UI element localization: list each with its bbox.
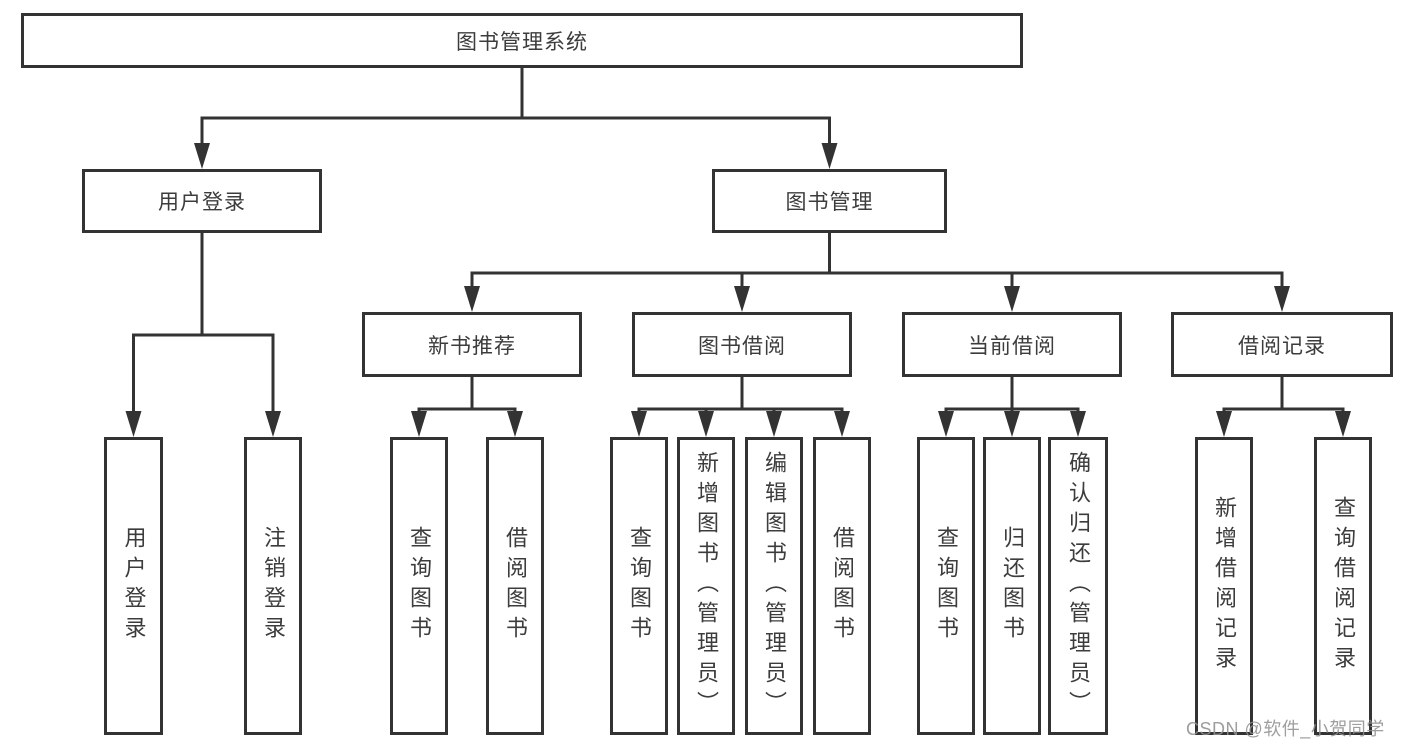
connector-root bbox=[200, 66, 831, 146]
node-new-book-recommendation-label: 新书推荐 bbox=[428, 334, 516, 358]
arrowhead bbox=[411, 411, 427, 437]
node-logout-action: 注销登录 bbox=[244, 437, 302, 735]
node-book-management-label: 图书管理 bbox=[785, 191, 874, 214]
node-bb-borrow-books: 借阅图书 bbox=[813, 437, 871, 735]
arrowhead bbox=[734, 286, 750, 312]
node-bb-add-books-admin: 新增图书（管理员） bbox=[677, 437, 735, 735]
arrowheads bbox=[125, 143, 1351, 437]
node-br-query-record: 查询借阅记录 bbox=[1314, 437, 1372, 735]
node-cb-confirm-return-admin: 确认归还（管理员） bbox=[1048, 437, 1108, 735]
arrowhead bbox=[1335, 411, 1351, 437]
arrowhead bbox=[464, 286, 480, 312]
arrowhead bbox=[265, 411, 281, 437]
node-borrowing-records-label: 借阅记录 bbox=[1238, 334, 1326, 358]
node-book-management: 图书管理 bbox=[712, 169, 947, 233]
arrowhead bbox=[631, 411, 647, 437]
arrowhead bbox=[938, 411, 954, 437]
node-bb-borrow-books-label: 借阅图书 bbox=[830, 526, 855, 646]
arrowhead bbox=[1274, 286, 1290, 312]
node-library-management-system-label: 图书管理系统 bbox=[456, 30, 588, 54]
arrowhead bbox=[1216, 411, 1232, 437]
node-nbr-query-books-label: 查询图书 bbox=[407, 526, 432, 646]
arrowhead bbox=[1004, 286, 1020, 312]
node-br-query-record-label: 查询借阅记录 bbox=[1331, 496, 1356, 676]
connector-borrowing-records bbox=[1222, 375, 1345, 414]
arrowhead bbox=[125, 411, 142, 437]
node-nbr-borrow-books-label: 借阅图书 bbox=[503, 526, 528, 646]
node-cb-return-books: 归还图书 bbox=[983, 437, 1041, 735]
node-logout-action-label: 注销登录 bbox=[261, 526, 286, 646]
node-cb-query-books: 查询图书 bbox=[917, 437, 975, 735]
arrowhead bbox=[834, 411, 850, 437]
arrowhead bbox=[194, 143, 210, 169]
node-bb-query-books: 查询图书 bbox=[610, 437, 668, 735]
arrowhead bbox=[507, 411, 523, 437]
node-book-borrowing: 图书借阅 bbox=[632, 312, 852, 377]
arrowhead bbox=[766, 411, 782, 437]
node-br-add-record-label: 新增借阅记录 bbox=[1212, 496, 1237, 676]
node-bb-edit-books-admin-label: 编辑图书（管理员） bbox=[762, 451, 787, 721]
connector-user-login bbox=[132, 231, 275, 414]
arrowhead bbox=[821, 143, 838, 169]
arrowhead bbox=[698, 411, 714, 437]
node-login-action: 用户登录 bbox=[104, 437, 163, 735]
node-cb-return-books-label: 归还图书 bbox=[1000, 526, 1025, 646]
csdn-watermark: CSDN @软件_小贺同学 bbox=[1186, 719, 1385, 739]
node-nbr-borrow-books: 借阅图书 bbox=[486, 437, 544, 735]
node-cb-query-books-label: 查询图书 bbox=[934, 526, 959, 646]
arrowhead bbox=[1004, 411, 1020, 437]
node-bb-add-books-admin-label: 新增图书（管理员） bbox=[694, 451, 719, 721]
node-current-borrowing-label: 当前借阅 bbox=[968, 334, 1056, 358]
node-bb-query-books-label: 查询图书 bbox=[627, 526, 652, 646]
node-user-login-label: 用户登录 bbox=[158, 191, 246, 214]
node-br-add-record: 新增借阅记录 bbox=[1195, 437, 1253, 735]
arrowhead bbox=[1070, 411, 1086, 437]
node-current-borrowing: 当前借阅 bbox=[902, 312, 1122, 377]
node-login-action-label: 用户登录 bbox=[121, 526, 147, 646]
node-cb-confirm-return-admin-label: 确认归还（管理员） bbox=[1066, 451, 1091, 721]
connector-book-borrowing bbox=[637, 375, 844, 414]
node-user-login: 用户登录 bbox=[82, 169, 322, 233]
connector-book-management bbox=[470, 231, 1284, 289]
node-nbr-query-books: 查询图书 bbox=[390, 437, 448, 735]
node-bb-edit-books-admin: 编辑图书（管理员） bbox=[745, 437, 803, 735]
node-borrowing-records: 借阅记录 bbox=[1171, 312, 1393, 377]
node-book-borrowing-label: 图书借阅 bbox=[698, 334, 786, 358]
connector-new-book-recommendation bbox=[417, 375, 517, 414]
node-new-book-recommendation: 新书推荐 bbox=[362, 312, 582, 377]
connector-current-borrowing bbox=[944, 375, 1080, 414]
node-library-management-system: 图书管理系统 bbox=[21, 13, 1023, 68]
